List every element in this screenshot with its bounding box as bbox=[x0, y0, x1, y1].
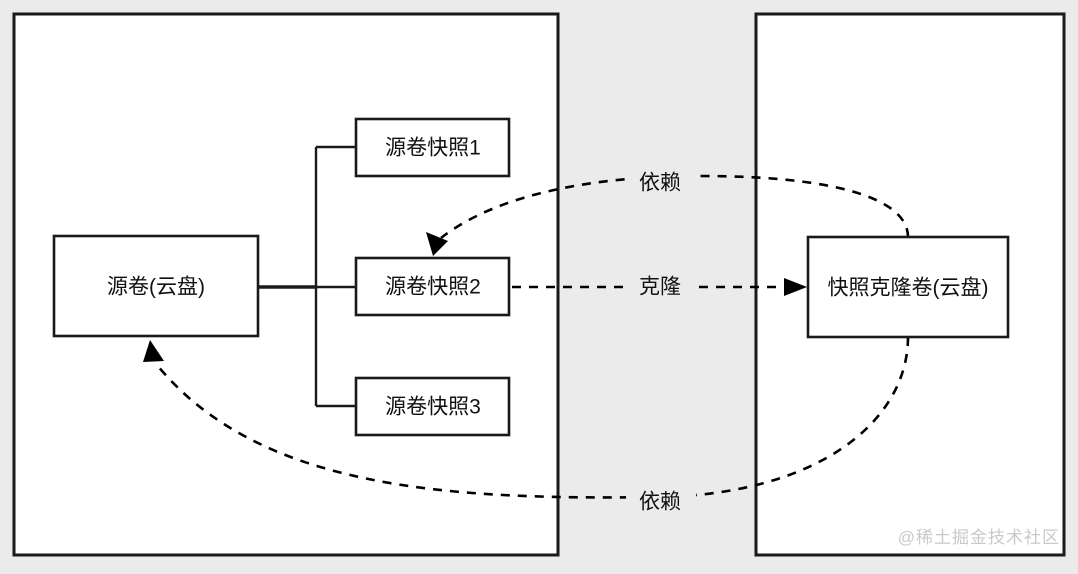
node-clone-volume[interactable]: 快照克隆卷(云盘) bbox=[806, 235, 1010, 339]
dependency-edge-bottom bbox=[143, 336, 910, 499]
node-snapshot-2-label: 源卷快照2 bbox=[385, 276, 481, 299]
node-snapshot-3-label: 源卷快照3 bbox=[385, 396, 481, 419]
edge-label-dependency-top-text: 依赖 bbox=[639, 172, 681, 195]
edge-label-clone: 克隆 bbox=[626, 271, 696, 303]
dependency-edge-top bbox=[426, 174, 910, 256]
node-clone-volume-label: 快照克隆卷(云盘) bbox=[828, 277, 989, 300]
node-source-volume[interactable]: 源卷(云盘) bbox=[52, 234, 260, 338]
node-snapshot-1-label: 源卷快照1 bbox=[385, 137, 481, 160]
arrowhead-dependency-bottom bbox=[143, 340, 164, 362]
source-to-snapshots-connector bbox=[258, 145, 356, 408]
node-snapshot-2[interactable]: 源卷快照2 bbox=[354, 256, 511, 317]
edge-label-dependency-bottom-text: 依赖 bbox=[639, 491, 681, 514]
edge-label-clone-text: 克隆 bbox=[639, 276, 681, 299]
edge-label-dependency-bottom: 依赖 bbox=[626, 486, 696, 518]
arrowhead-dependency-top bbox=[426, 232, 448, 256]
node-snapshot-3[interactable]: 源卷快照3 bbox=[354, 376, 511, 437]
node-snapshot-1[interactable]: 源卷快照1 bbox=[354, 117, 511, 178]
arrowhead-clone bbox=[784, 278, 807, 296]
watermark: @稀土掘金技术社区 bbox=[897, 528, 1060, 547]
edge-label-dependency-top: 依赖 bbox=[626, 167, 696, 199]
node-source-volume-label: 源卷(云盘) bbox=[107, 276, 205, 299]
